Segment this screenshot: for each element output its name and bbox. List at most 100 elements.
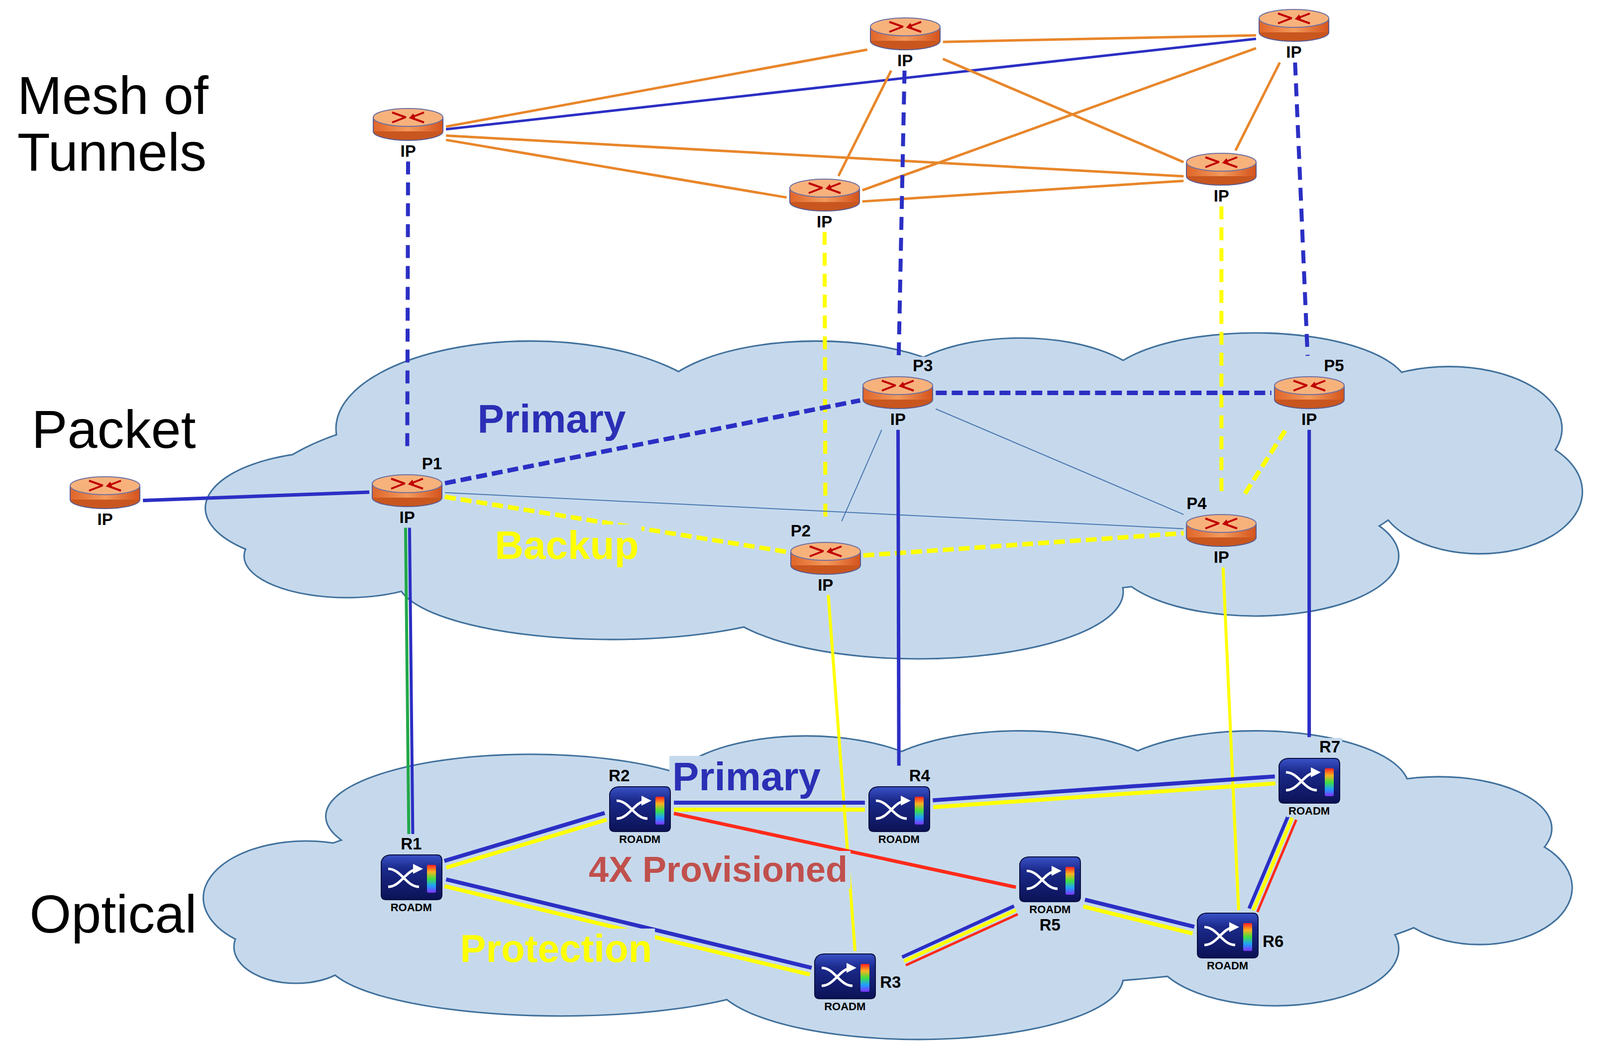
link-stroke [1294,62,1308,357]
router-arrows [1205,157,1238,168]
link-stroke [905,914,1018,966]
link-stroke [863,533,1184,556]
router-top [373,108,443,127]
node-core: ROADM [378,853,445,914]
path-label: Primary [669,755,824,798]
router-arrows [1278,13,1310,24]
roadm-switch-arrows [1285,772,1317,791]
link [445,139,787,198]
link [943,35,1257,42]
router-arrows [889,21,922,32]
link-stroke [1253,818,1292,911]
node-core: IP [68,474,142,529]
link-stroke [943,35,1257,42]
link-stroke [898,70,905,356]
node-core: ROADM [1276,756,1343,818]
device-type: IP [814,213,835,231]
router-top [70,476,140,495]
roadm-spectrum [860,963,870,992]
ip-router: IP [370,105,446,162]
link [444,879,812,975]
router-arrows [808,183,841,194]
link [838,70,892,177]
link [1223,567,1239,911]
link [1245,429,1286,494]
link-stroke [444,492,1184,530]
roadm-icon [378,853,445,902]
link [1083,899,1195,934]
router-top [1259,9,1329,28]
link [405,527,414,835]
link [828,595,855,952]
roadm-switch-arrows [821,967,853,986]
roadm-spectrum [1065,866,1075,895]
layer-title: Mesh of Tunnels [14,67,240,181]
roadm-node: ROADMR6 [1193,910,1287,973]
link [1308,429,1310,738]
roadm-spectrum [914,796,924,825]
node-name: R7 [1317,738,1343,756]
link-stroke [142,492,370,501]
roadm-icon [1276,756,1343,806]
link-stroke [405,528,410,835]
roadm-body [381,854,442,900]
link [142,492,370,501]
link-stroke [862,180,1184,202]
ip-router: P2IP [787,521,864,596]
router-top [1186,153,1257,172]
node-core: IP [1272,374,1347,429]
node-core: IP [860,374,935,429]
device-type: IP [1211,548,1232,567]
link-stroke [1245,429,1286,494]
roadm-node: ROADMR3 [810,951,904,1014]
node-name: P1 [420,454,444,473]
roadm-body [1019,856,1081,902]
node-core: IP [1184,151,1259,206]
link-stroke [1249,816,1288,909]
link-stroke [841,429,882,522]
device-type: IP [1211,187,1232,206]
router-arrows [89,480,121,491]
roadm-switch-arrows [875,800,907,819]
device-type: ROADM [1027,903,1073,916]
node-core: IP [371,106,445,161]
link-stroke [445,139,787,198]
link [1294,62,1308,357]
link-stroke [935,409,1184,515]
link [407,161,409,454]
router-top [372,474,442,493]
ip-router: IP [1183,150,1260,207]
roadm-body [1197,913,1259,959]
roadm-body [609,786,671,832]
node-core: IP [370,472,444,527]
link [841,429,882,522]
device-type: IP [1283,43,1304,62]
ip-router: P1IP [369,453,445,529]
roadm-node: ROADMR5 [1015,853,1084,935]
router-icon [1257,7,1331,44]
roadm-node: R7ROADM [1275,737,1344,818]
link [935,409,1184,515]
link-stroke [903,910,1016,962]
node-core: ROADM [865,784,933,846]
router-top [862,376,933,395]
link-stroke [444,886,810,975]
node-name: R4 [907,766,933,785]
node-name: R6 [1260,932,1286,951]
router-top [790,542,861,561]
roadm-switch-arrows [1204,927,1236,946]
link-stroke [1084,899,1195,927]
device-type: IP [815,576,836,595]
link [824,231,826,522]
router-top [789,179,860,198]
router-top [1274,376,1345,395]
link-stroke [943,58,1184,162]
node-core: ROADM [1194,911,1261,972]
link-stroke [1223,567,1239,911]
ip-router: IP [67,473,143,530]
node-name: R5 [1037,916,1063,935]
device-type: ROADM [1286,805,1332,818]
roadm-node: R4ROADM [864,765,934,847]
router-arrows [1293,380,1326,391]
layer-title: Optical [26,885,200,943]
